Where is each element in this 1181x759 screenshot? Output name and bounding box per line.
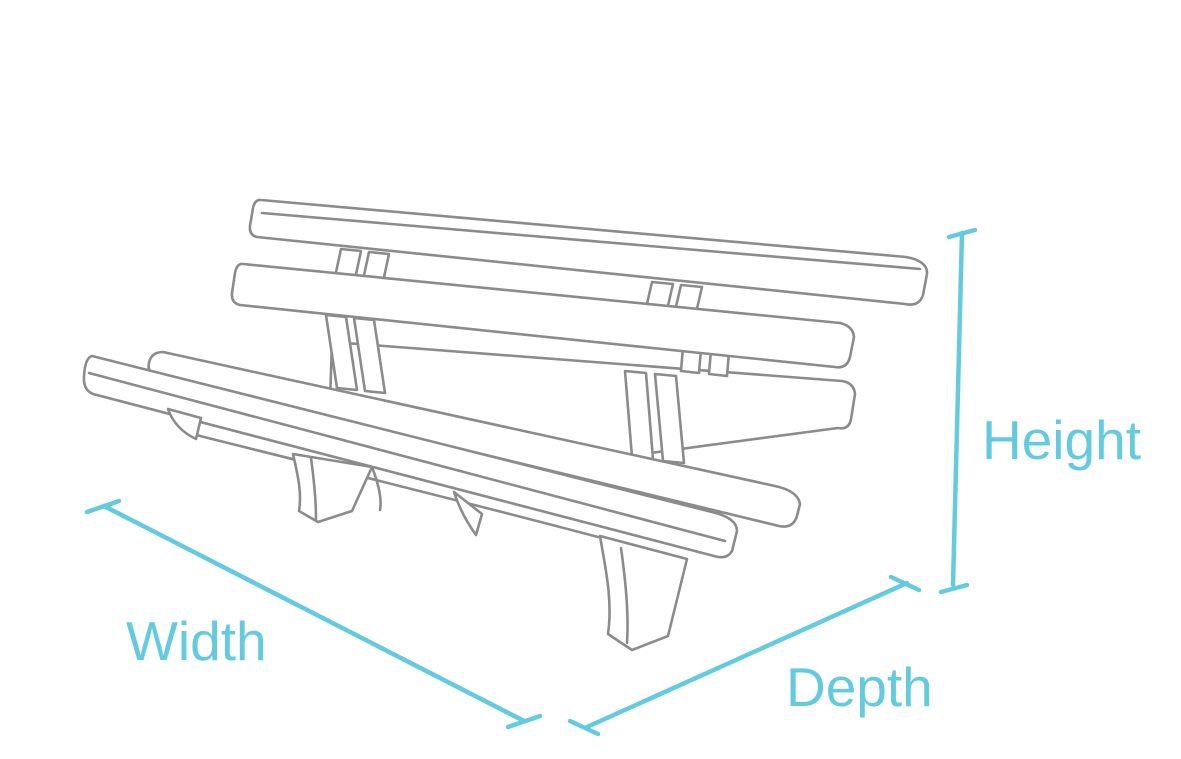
height-end-tick (938, 582, 970, 595)
dimension-lines (84, 227, 978, 737)
bench-leg-rear (598, 534, 689, 652)
width-end-tick (84, 498, 122, 515)
bench-seat-edge-line (87, 371, 727, 543)
bench-corbel (452, 490, 484, 537)
depth-dimension-line (567, 574, 922, 737)
bench-post (653, 372, 686, 465)
bench-back-slat-middle (230, 262, 856, 369)
bench-leg-rear-inner-line (619, 546, 629, 645)
depth-end-tick (567, 718, 601, 737)
height-label: Height (982, 409, 1141, 471)
depth-line (584, 580, 910, 730)
height-end-tick (946, 227, 978, 240)
bench-back-slat-lower (328, 340, 857, 459)
bench-leg-front-bracket-line (370, 465, 382, 512)
depth-end-tick (888, 574, 922, 593)
bench-corbel (166, 407, 203, 441)
width-line (101, 503, 527, 724)
width-end-tick (505, 713, 543, 730)
width-label: Width (126, 610, 267, 672)
bench-leg-front (291, 452, 374, 524)
height-dimension-line (938, 227, 978, 595)
bench-top-rail-edge-line (260, 211, 922, 271)
bench-seat-back-plank (147, 350, 802, 528)
width-dimension-line (84, 498, 543, 730)
bench-leg-front-inner-line (309, 456, 318, 521)
bench-seat-underside-line (190, 432, 600, 539)
height-line (950, 230, 965, 588)
dimension-labels: Width Depth Height (126, 409, 1141, 718)
bench-illustration (82, 198, 929, 652)
depth-label: Depth (786, 656, 933, 718)
